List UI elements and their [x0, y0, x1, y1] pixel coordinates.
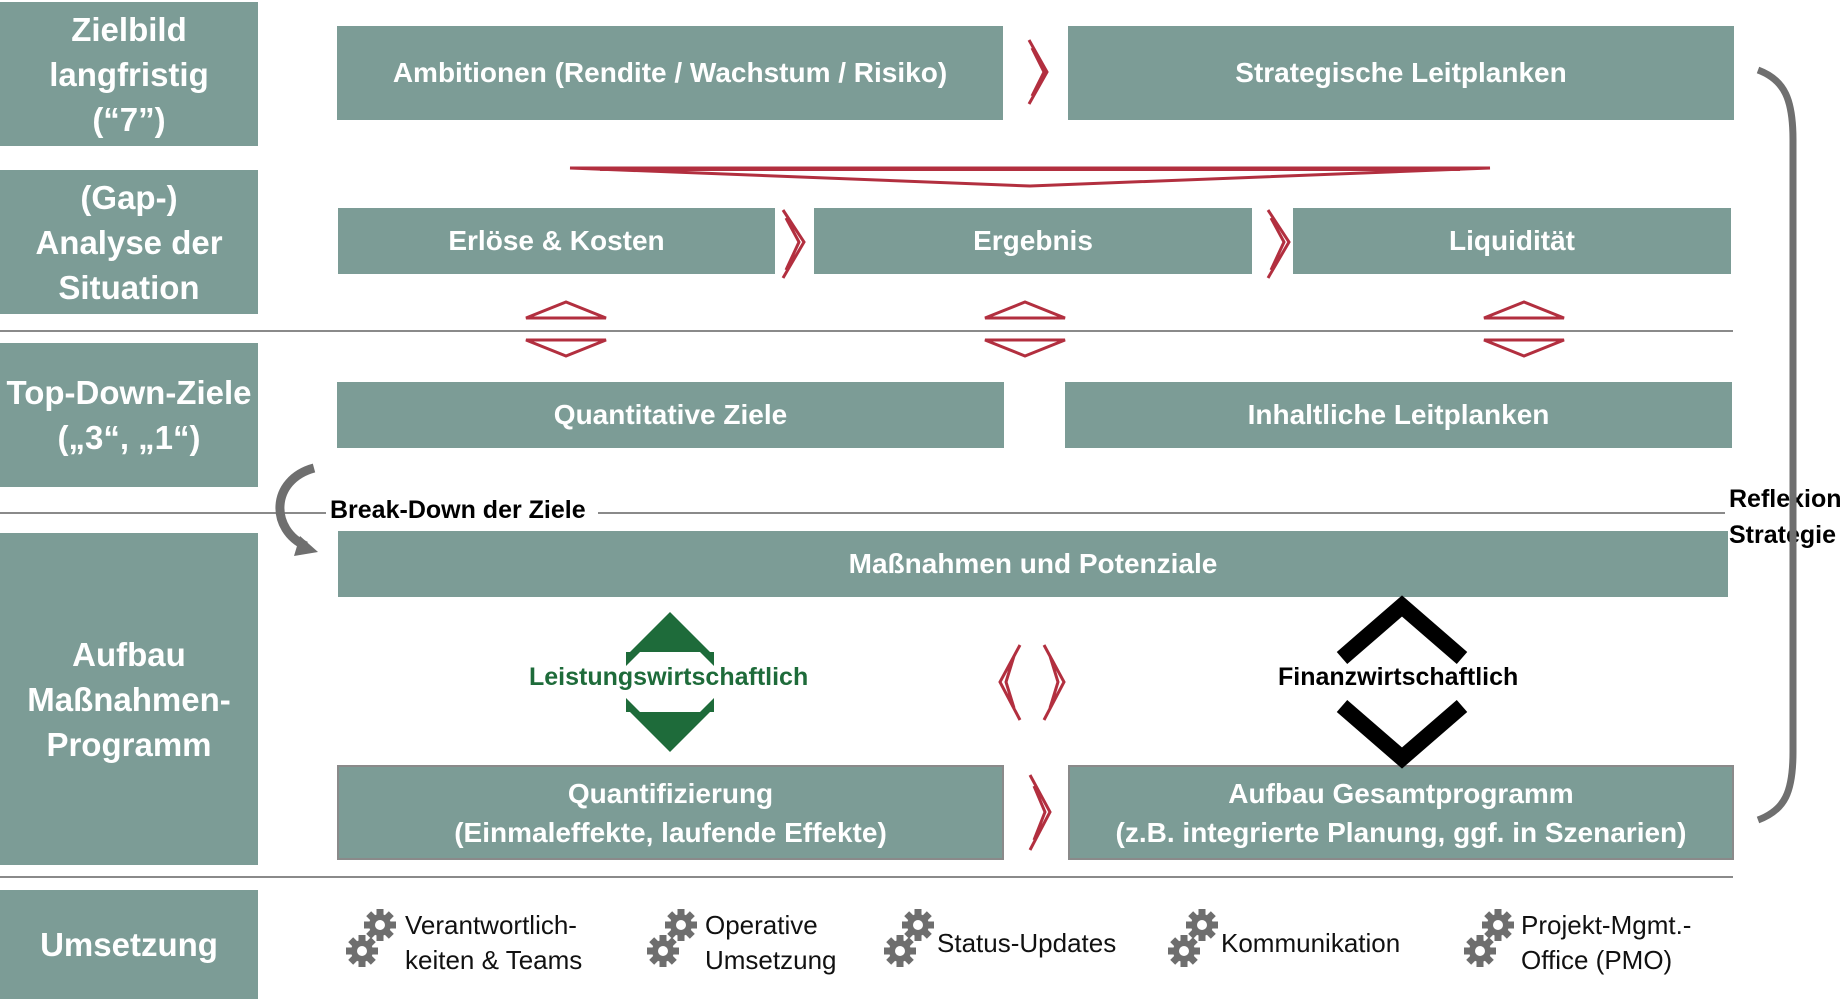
sidebar-topdown: Top-Down-Ziele („3“, „1“) [0, 343, 258, 487]
divider-bottom [0, 876, 1733, 878]
arrow-erloese-to-ergebnis [781, 209, 806, 279]
reflexion-bracket [1756, 66, 1797, 824]
umsetzung-item-status: Status-Updates [937, 928, 1117, 958]
leistung-diamond [626, 612, 714, 752]
finanz-diamond [1336, 595, 1468, 769]
umsetzung-item-teams: Verantwortlich- keiten & Teams [405, 910, 583, 975]
sidebar-analyse: (Gap-) Analyse der Situation [0, 170, 258, 314]
gesamtprogramm-title: Aufbau Gesamtprogramm [1228, 777, 1574, 809]
box-liquiditaet: Liquidität [1293, 208, 1731, 274]
gears-icon-status [884, 909, 934, 967]
breakdown-curve-arrow [275, 463, 316, 551]
arrow-right-mid [1042, 644, 1066, 721]
umsetzung-item-kommunikation: Kommunikation [1221, 928, 1401, 958]
umsetzung-item-pmo: Projekt-Mgmt.- Office (PMO) [1521, 910, 1692, 975]
sidebar-umsetzung: Umsetzung [0, 890, 258, 999]
quantifizierung-title: Quantifizierung [567, 777, 774, 809]
arrow-quant-to-gesamt [1028, 774, 1052, 851]
gears-icon-operative [647, 909, 697, 967]
gears-icon-pmo [1464, 909, 1514, 967]
gears-icon-kommunikation [1168, 909, 1218, 967]
updown-arrows [525, 300, 1565, 358]
box-massnahmen-potenziale: Maßnahmen und Potenziale [338, 531, 1728, 597]
sidebar-zielbild: Zielbild langfristig (“7”) [0, 2, 258, 146]
gears-icon-teams [346, 909, 396, 967]
funnel-chevron [569, 166, 1491, 188]
box-ergebnis: Ergebnis [814, 208, 1252, 274]
leistungswirtschaftlich-label: Leistungswirtschaftlich [529, 663, 809, 691]
quantifizierung-detail: (Einmaleffekte, laufende Effekte) [454, 816, 887, 848]
arrow-ergebnis-to-liquiditaet [1266, 209, 1291, 279]
reflexion-line2: Strategie [1729, 521, 1836, 549]
reflexion-label: Reflexion Strategie [1729, 481, 1842, 553]
divider-middle [0, 512, 1725, 514]
gesamtprogramm-detail: (z.B. integrierte Planung, ggf. in Szena… [1115, 816, 1687, 848]
finanzwirtschaftlich-label: Finanzwirtschaftlich [1278, 663, 1519, 691]
box-ambitionen: Ambitionen (Rendite / Wachstum / Risiko) [337, 26, 1003, 120]
arrow-left-mid [998, 644, 1022, 721]
umsetzung-item-operative: Operative Umsetzung [705, 910, 837, 975]
reflexion-line1: Reflexion [1729, 485, 1842, 513]
box-inhaltliche-leitplanken: Inhaltliche Leitplanken [1065, 382, 1732, 448]
box-quantitative-ziele: Quantitative Ziele [337, 382, 1004, 448]
box-erloese-kosten: Erlöse & Kosten [338, 208, 775, 274]
box-strategische-leitplanken: Strategische Leitplanken [1068, 26, 1734, 120]
breakdown-label: Break-Down der Ziele [326, 496, 598, 525]
arrow-ambitionen-to-leitplanken [1027, 39, 1049, 105]
sidebar-aufbau: Aufbau Maßnahmen- Programm [0, 533, 258, 865]
divider-top [0, 330, 1733, 332]
box-quantifizierung: Quantifizierung (Einmaleffekte, laufende… [337, 765, 1004, 860]
